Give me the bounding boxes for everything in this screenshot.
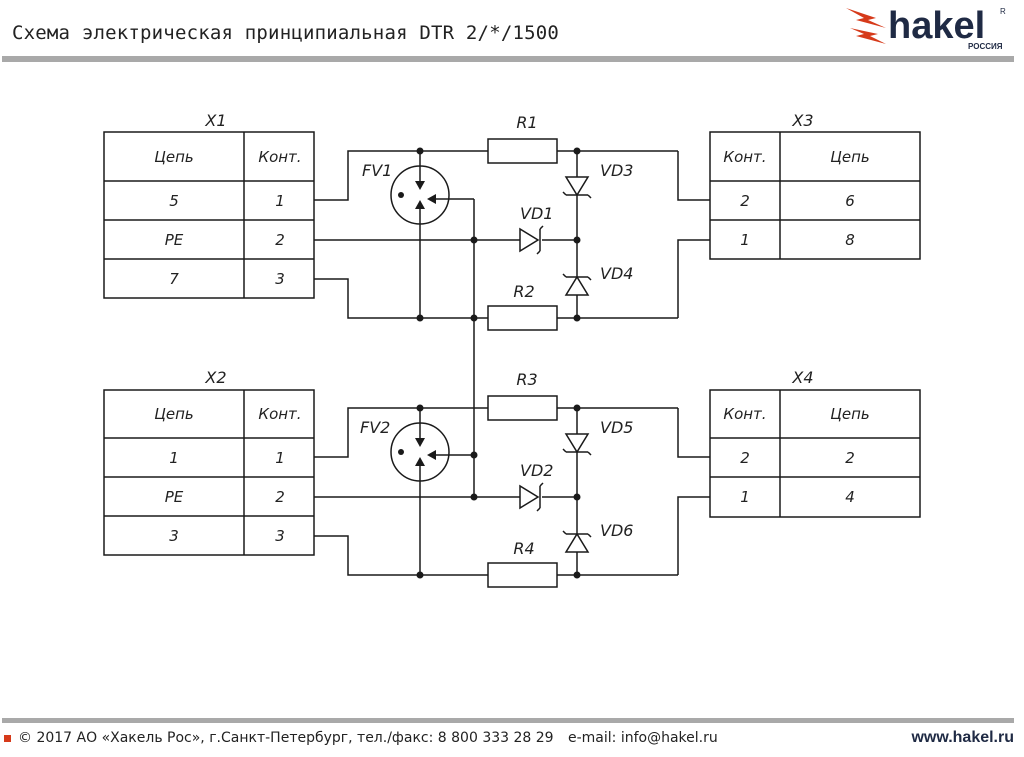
- diode-vd2: VD2: [519, 461, 553, 512]
- x2-head-circuit: Цепь: [154, 405, 194, 423]
- arrester-fv2: FV2: [360, 418, 450, 482]
- connector-x1: X1 Цепь Конт. 5 1 PE 2 7 3: [103, 111, 315, 299]
- vd1-label: VD1: [520, 204, 553, 223]
- diode-vd6: VD6: [562, 521, 633, 553]
- resistor-r4: R4: [487, 539, 558, 588]
- lightning-icon: [846, 8, 886, 44]
- diode-vd1: VD1: [519, 204, 553, 255]
- hakel-logo: hakel R РОССИЯ: [846, 5, 1006, 51]
- x3-head-contact: Конт.: [723, 148, 766, 166]
- arrester-fv1: FV1: [362, 161, 450, 225]
- x1-head-contact: Конт.: [258, 148, 301, 166]
- x2-head-contact: Конт.: [258, 405, 301, 423]
- x4-head-contact: Конт.: [723, 405, 766, 423]
- resistor-r2: R2: [487, 282, 558, 331]
- footer-email: e-mail: info@hakel.ru: [568, 730, 718, 746]
- fv2-label: FV2: [360, 418, 390, 437]
- x3-row2-circuit: 8: [845, 231, 855, 249]
- footer-website-link[interactable]: www.hakel.ru: [911, 729, 1014, 746]
- vd3-label: VD3: [600, 161, 633, 180]
- x4-row2-contact: 1: [740, 488, 750, 506]
- resistor-r3: R3: [487, 370, 558, 421]
- x1-row2-circuit: PE: [165, 231, 184, 249]
- r2-label: R2: [513, 282, 534, 301]
- x1-head-circuit: Цепь: [154, 148, 194, 166]
- x2-row3-contact: 3: [275, 527, 285, 545]
- connector-x2: X2 Цепь Конт. 1 1 PE 2 3 3: [103, 368, 315, 556]
- diode-vd4: VD4: [562, 264, 633, 296]
- x4-row1-contact: 2: [740, 449, 750, 467]
- resistor-r1: R1: [487, 113, 558, 164]
- logo-text: hakel: [888, 5, 985, 47]
- x3-row1-contact: 2: [740, 192, 750, 210]
- x1-row1-circuit: 5: [169, 192, 179, 210]
- connector-x4-label: X4: [791, 368, 813, 387]
- r1-label: R1: [516, 113, 537, 132]
- x4-head-circuit: Цепь: [830, 405, 870, 423]
- x2-row3-circuit: 3: [169, 527, 179, 545]
- header-rule: [2, 56, 1014, 62]
- connector-x3-label: X3: [791, 111, 813, 130]
- x2-row1-circuit: 1: [169, 449, 179, 467]
- logo-subtitle: РОССИЯ: [968, 42, 1003, 51]
- diode-vd5: VD5: [562, 418, 633, 456]
- x2-row2-circuit: PE: [165, 488, 184, 506]
- x3-row1-circuit: 6: [845, 192, 855, 210]
- footer-rule: [2, 718, 1014, 723]
- x4-row1-circuit: 2: [845, 449, 855, 467]
- fv1-label: FV1: [362, 161, 392, 180]
- x2-row2-contact: 2: [275, 488, 285, 506]
- diode-vd3: VD3: [562, 161, 633, 199]
- r3-label: R3: [516, 370, 537, 389]
- x1-row3-contact: 3: [275, 270, 285, 288]
- vd2-label: VD2: [520, 461, 553, 480]
- x2-row1-contact: 1: [275, 449, 285, 467]
- r4-label: R4: [513, 539, 534, 558]
- footer-copyright: © 2017 АО «Хакель Рос», г.Санкт-Петербур…: [18, 730, 554, 746]
- vd5-label: VD5: [600, 418, 633, 437]
- junctions: [416, 147, 581, 579]
- connector-x1-label: X1: [204, 111, 226, 130]
- x1-row3-circuit: 7: [169, 270, 179, 288]
- x4-row2-circuit: 4: [845, 488, 855, 506]
- connector-x4: X4 Конт. Цепь 2 2 1 4: [709, 368, 921, 518]
- logo-mark: R: [1000, 7, 1006, 16]
- connector-x3: X3 Конт. Цепь 2 6 1 8: [709, 111, 921, 260]
- vd4-label: VD4: [600, 264, 633, 283]
- x1-row2-contact: 2: [275, 231, 285, 249]
- x1-row1-contact: 1: [275, 192, 285, 210]
- page-title: Схема электрическая принципиальная DTR 2…: [12, 22, 560, 44]
- vd6-label: VD6: [600, 521, 633, 540]
- x3-head-circuit: Цепь: [830, 148, 870, 166]
- connector-x2-label: X2: [204, 368, 226, 387]
- x3-row2-contact: 1: [740, 231, 750, 249]
- footer-bullet: [4, 735, 11, 742]
